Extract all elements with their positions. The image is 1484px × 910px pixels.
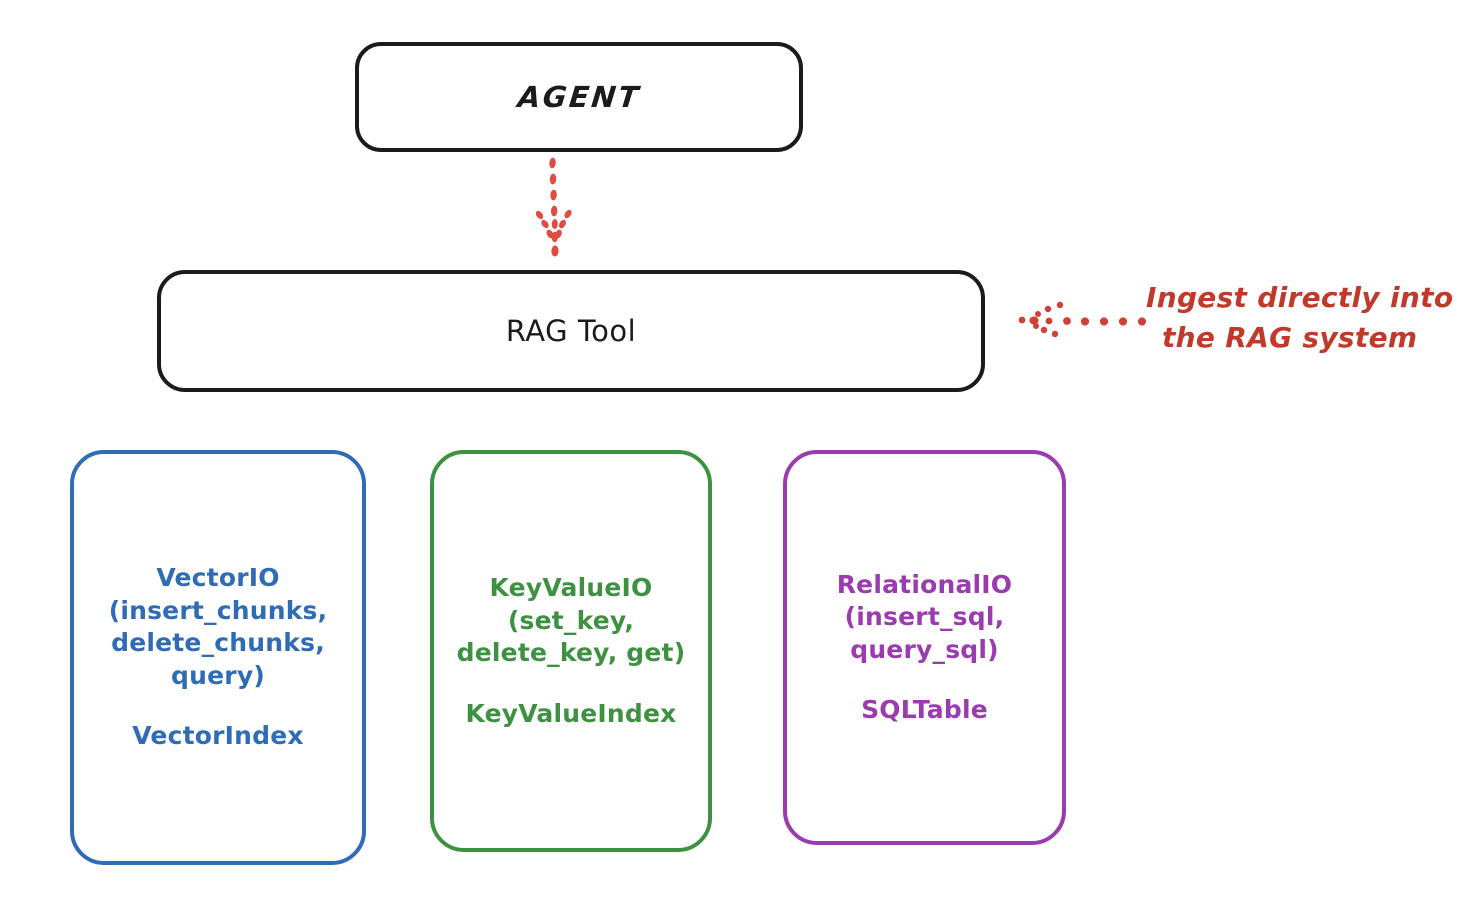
provider-api-line: delete_key, get) <box>456 638 686 667</box>
rag-tool-box[interactable]: RAG Tool <box>157 270 985 392</box>
provider-api-line: KeyValueIO <box>489 573 653 602</box>
ingest-annotation-line-2: the RAG system <box>1162 320 1418 354</box>
provider-api-line: delete_chunks, <box>111 628 325 658</box>
rag-tool-label: RAG Tool <box>505 314 637 348</box>
provider-box-vector-io[interactable]: VectorIO (insert_chunks, delete_chunks, … <box>70 450 366 865</box>
provider-text-vector-io: VectorIO (insert_chunks, delete_chunks, … <box>109 562 328 753</box>
provider-index-label: SQLTable <box>861 695 988 724</box>
provider-box-relational-io[interactable]: RelationalIO (insert_sql, query_sql) SQL… <box>783 450 1066 845</box>
provider-text-key-value-io: KeyValueIO (set_key, delete_key, get) Ke… <box>457 572 686 730</box>
agent-box[interactable]: AGENT <box>355 42 803 152</box>
ingest-annotation-line-1: Ingest directly into <box>1146 281 1454 314</box>
agent-label: AGENT <box>515 80 643 114</box>
provider-api-line: RelationalIO <box>836 569 1013 599</box>
provider-text-relational-io: RelationalIO (insert_sql, query_sql) SQL… <box>837 569 1013 727</box>
provider-api-line: query_sql) <box>850 634 999 664</box>
provider-api-line: (set_key, <box>507 605 635 635</box>
ingest-to-rag-arrow <box>1018 301 1147 338</box>
ingest-annotation: Ingest directly into the RAG system <box>1146 278 1476 358</box>
provider-index-label: KeyValueIndex <box>465 698 677 728</box>
provider-box-key-value-io[interactable]: KeyValueIO (set_key, delete_key, get) Ke… <box>430 450 712 852</box>
provider-api-line: (insert_sql, <box>844 602 1005 631</box>
provider-api-line: query) <box>171 660 265 690</box>
agent-to-rag-arrow <box>535 157 572 257</box>
provider-api-line: (insert_chunks, <box>108 595 328 625</box>
provider-index-label: VectorIndex <box>132 721 304 751</box>
provider-api-line: VectorIO <box>156 563 280 593</box>
